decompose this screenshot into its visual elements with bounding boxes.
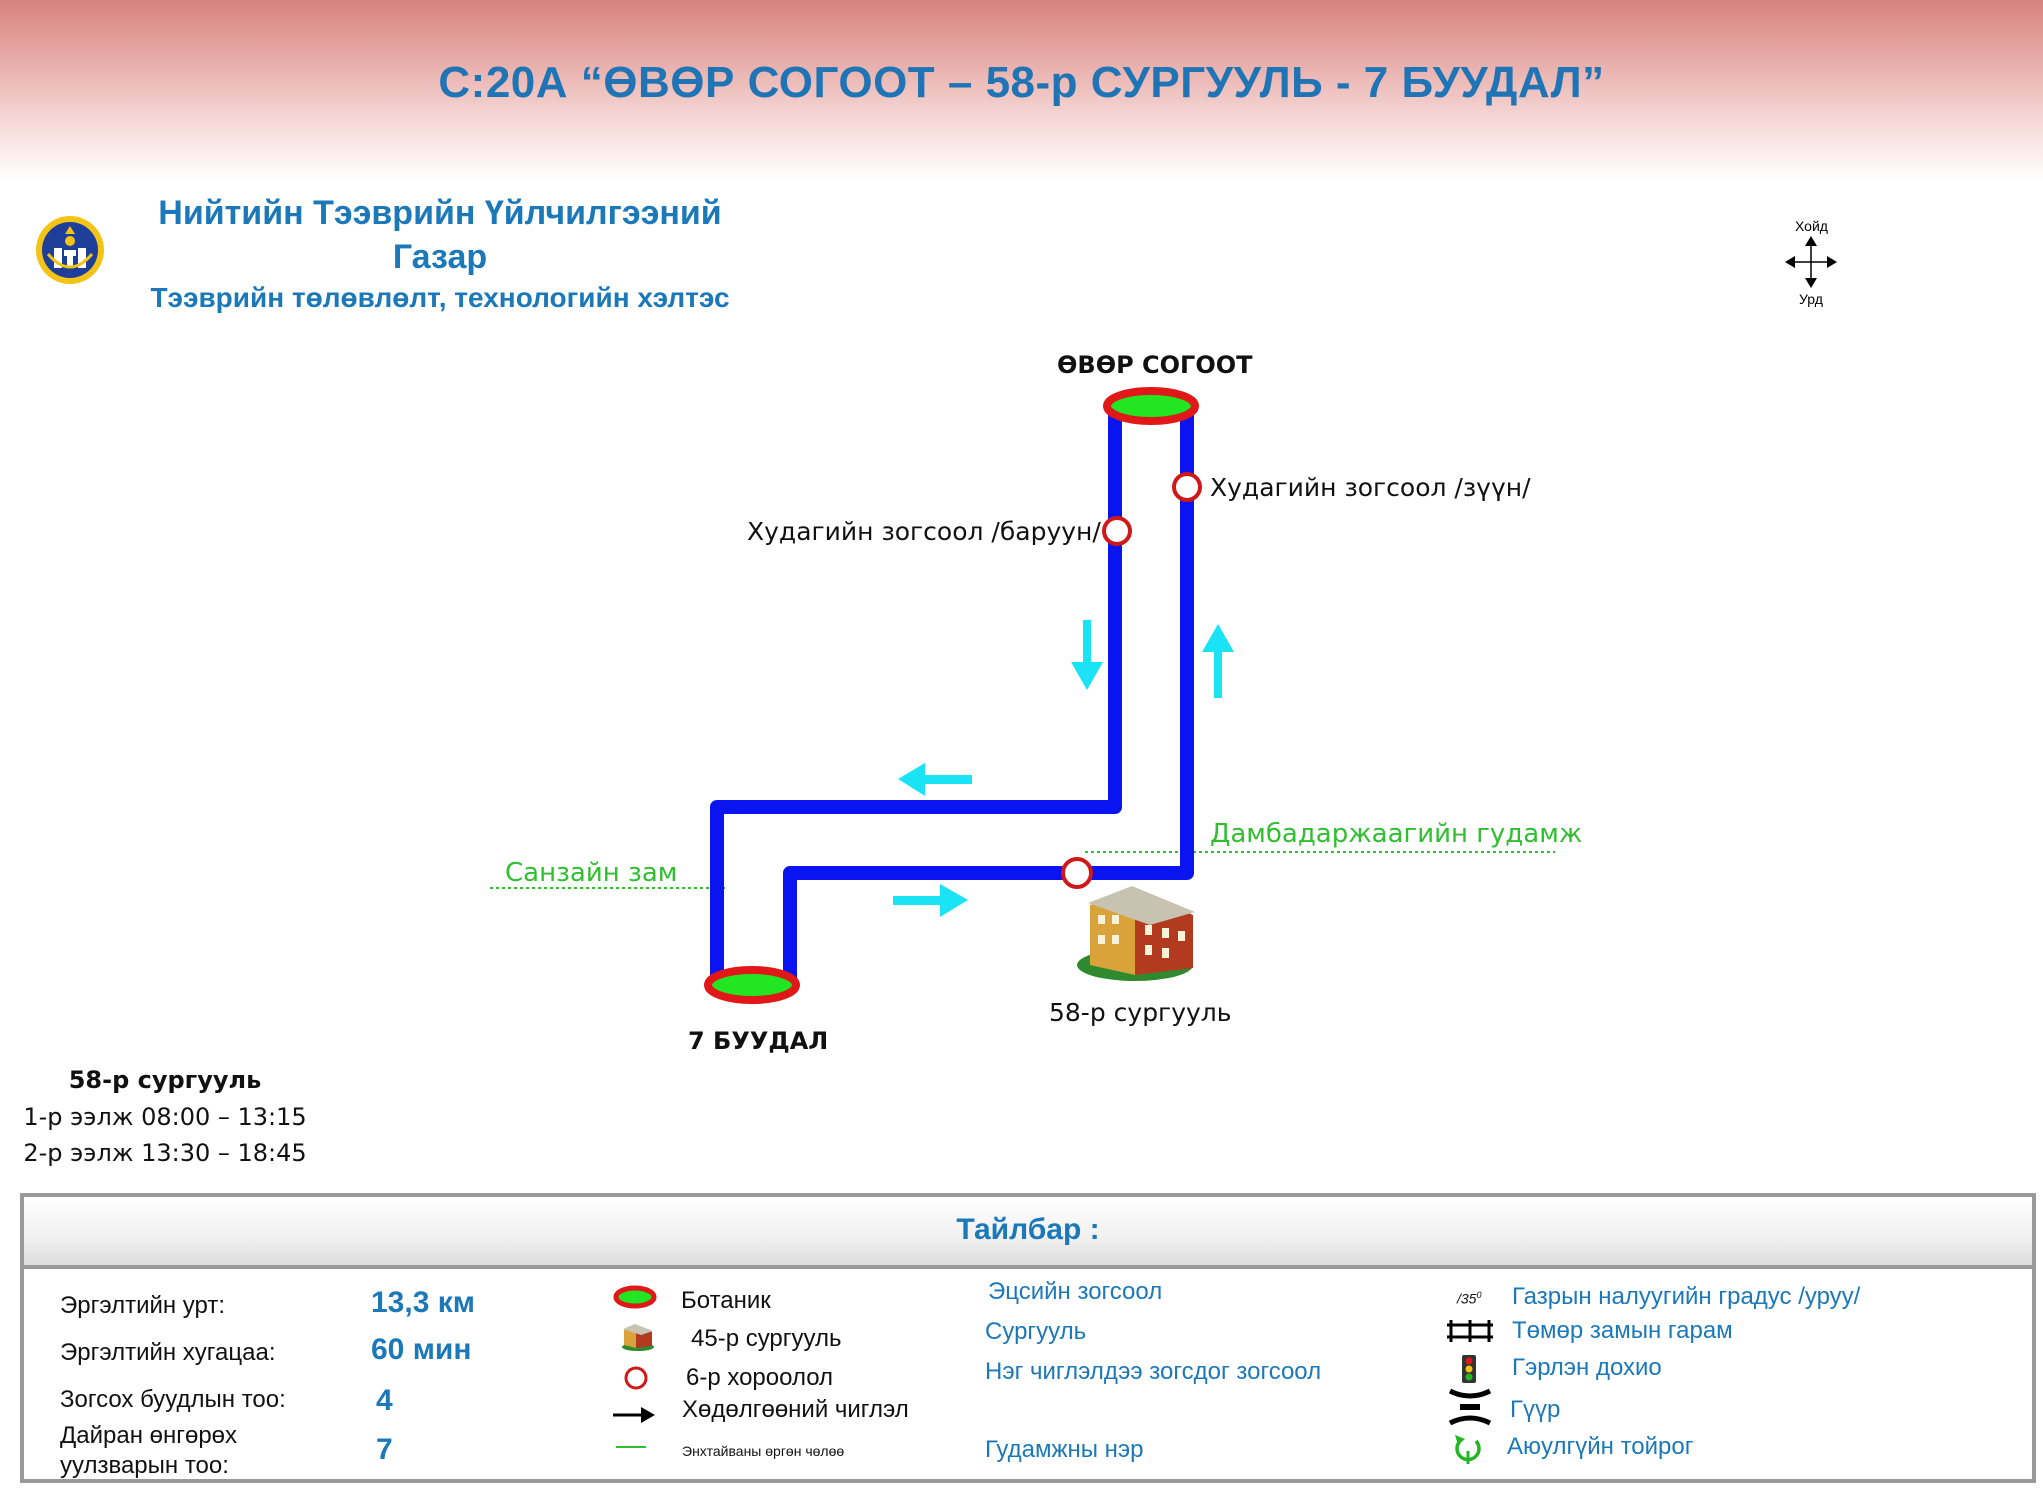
schedule-title: 58-р сургууль: [68, 1066, 262, 1094]
legend-traffic-light-icon: [1462, 1355, 1476, 1383]
legend-bridge-icon: [1448, 1388, 1492, 1426]
terminal-south-marker: [704, 966, 800, 1004]
schedule-shift-2: 2-р ээлж 13:30 – 18:45: [23, 1139, 307, 1167]
legend-title: Тайлбар :: [956, 1213, 1100, 1246]
school-building-icon: [1077, 886, 1195, 981]
legend-slope-degree: 0: [1476, 1290, 1482, 1300]
stat-value-stops: 4: [376, 1384, 393, 1417]
legend-terminal-example: Ботаник: [681, 1287, 771, 1314]
legend-slope-sample: /35: [1457, 1290, 1477, 1307]
org-department: Тээврийн төлөвлөлт, технологийн хэлтэс: [150, 282, 730, 313]
stat-value-duration: 60 мин: [371, 1333, 472, 1366]
compass-north-label: Хойд: [1795, 218, 1828, 234]
compass-icon: [1785, 236, 1837, 288]
school-label: 58-р сургууль: [1049, 998, 1232, 1027]
legend-railway-label: Төмөр замын гарам: [1512, 1317, 1733, 1344]
terminal-south-label: 7 БУУДАЛ: [688, 1027, 829, 1055]
stat-label-duration: Эргэлтийн хугацаа:: [60, 1339, 276, 1366]
stop-school-marker: [1061, 857, 1093, 889]
org-name-line1: Нийтийн Тээврийн Үйлчилгээний: [158, 194, 722, 232]
stat-value-intersections: 7: [376, 1433, 393, 1466]
legend-railway-crossing-icon: [1447, 1320, 1493, 1342]
legend-traffic-light-label: Гэрлэн дохио: [1512, 1354, 1662, 1381]
stat-label-length: Эргэлтийн урт:: [60, 1292, 226, 1319]
legend-school-example: 45-р сургууль: [691, 1325, 842, 1352]
schedule-shift-1: 1-р ээлж 08:00 – 13:15: [23, 1103, 307, 1131]
legend-street-meaning: Гудамжны нэр: [985, 1436, 1144, 1463]
legend-school-meaning: Сургууль: [985, 1318, 1087, 1345]
stop-west-marker: [1102, 516, 1132, 546]
legend-direction-arrow-icon: [613, 1407, 655, 1423]
org-name-line2: Газар: [392, 238, 488, 276]
stop-west-label: Худагийн зогсоол /баруун/: [747, 517, 1101, 546]
legend-stop-meaning: Нэг чиглэлдээ зогсдог зогсоол: [985, 1358, 1322, 1385]
legend-terminal-icon: [613, 1285, 657, 1309]
stop-east-marker: [1172, 472, 1202, 502]
legend-school-icon: [622, 1324, 654, 1351]
legend-roundabout-icon: [1455, 1435, 1481, 1464]
legend-terminal-meaning: Эцсийн зогсоол: [988, 1278, 1163, 1305]
stop-east-label: Худагийн зогсоол /зүүн/: [1210, 473, 1531, 502]
legend-slope-icon: /350: [1457, 1290, 1481, 1307]
street-label-dambadarjaa: Дамбадаржаагийн гудамж: [1210, 819, 1583, 849]
terminal-north-label: ӨВӨР СОГООТ: [1057, 351, 1253, 379]
terminal-north-marker: [1103, 387, 1199, 425]
stat-label-intersections-1: Дайран өнгөрөх: [60, 1422, 238, 1449]
legend-stop-example: 6-р хороолол: [686, 1364, 834, 1391]
stat-label-stops: Зогсох буудлын тоо:: [60, 1386, 286, 1413]
street-label-sanzai: Санзайн зам: [505, 858, 678, 888]
route-title: С:20А “ӨВӨР СОГООТ – 58-р СУРГУУЛЬ - 7 Б…: [438, 58, 1605, 107]
transport-authority-emblem-icon: [36, 216, 104, 284]
header-band: [0, 0, 2043, 180]
legend-street-example: Энхтайваны өргөн чөлөө: [682, 1443, 845, 1459]
route-map: [490, 387, 1555, 1004]
legend-slope-label: Газрын налуугийн градус /уруу/: [1512, 1283, 1861, 1310]
stat-value-length: 13,3 км: [371, 1286, 475, 1319]
route-line-return: [783, 406, 1194, 985]
direction-arrow-right: [893, 884, 968, 917]
legend-stop-icon: [624, 1366, 648, 1390]
stat-label-intersections-2: уулзварын тоо:: [60, 1452, 229, 1479]
direction-arrow-left: [898, 763, 972, 796]
legend-panel: Тайлбар :: [20, 1193, 2036, 1483]
direction-arrow-up: [1202, 624, 1234, 698]
route-line-outbound: [710, 406, 1122, 985]
legend-roundabout-label: Аюулгүйн тойрог: [1507, 1433, 1694, 1460]
direction-arrow-down: [1071, 620, 1103, 690]
compass-south-label: Урд: [1799, 291, 1823, 307]
legend-direction-example: Хөдөлгөөний чиглэл: [682, 1396, 909, 1423]
legend-street-line-icon: [616, 1446, 646, 1448]
legend-header: Тайлбар :: [24, 1197, 2032, 1269]
legend-bridge-label: Гүүр: [1510, 1396, 1561, 1423]
